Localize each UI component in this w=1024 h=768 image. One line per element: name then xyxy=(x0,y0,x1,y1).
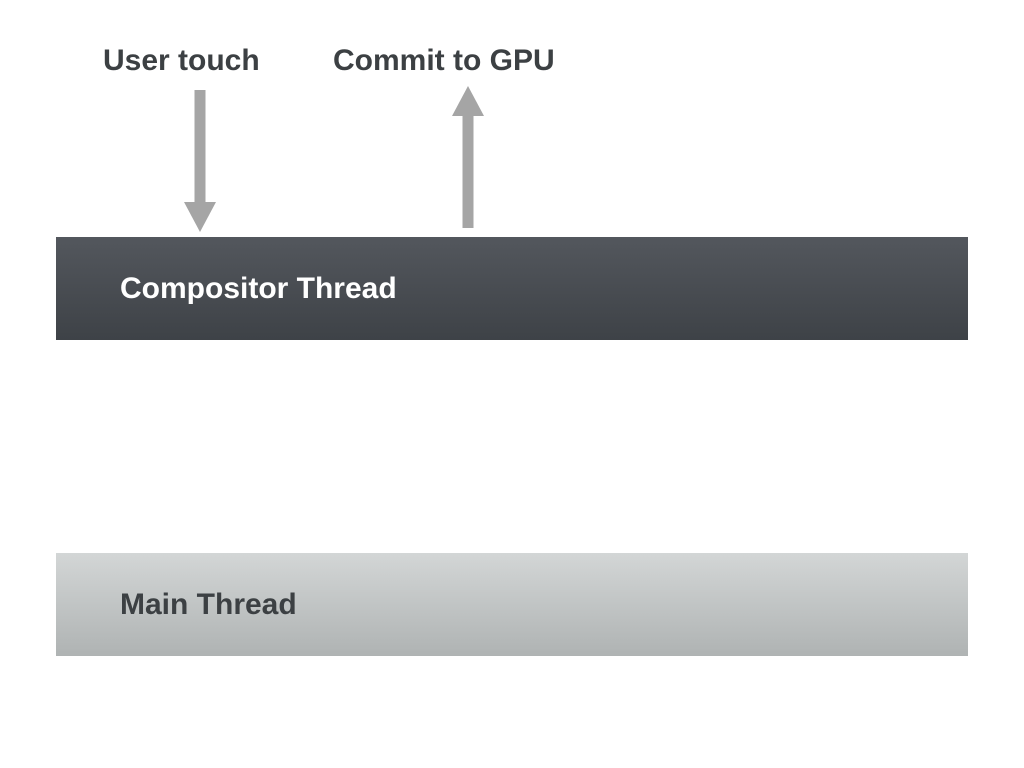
main-thread-label: Main Thread xyxy=(120,587,297,621)
main-thread-bar: Main Thread xyxy=(56,553,968,656)
compositor-thread-label: Compositor Thread xyxy=(120,271,397,305)
arrow-shaft xyxy=(194,90,206,204)
arrow-head xyxy=(184,202,216,232)
arrow-shaft xyxy=(462,114,474,228)
arrow-head xyxy=(452,86,484,116)
commit-to-gpu-label: Commit to GPU xyxy=(333,44,555,77)
commit-to-gpu-arrow-up-icon xyxy=(452,86,484,228)
user-touch-arrow-down-icon xyxy=(184,90,216,232)
user-touch-label: User touch xyxy=(103,44,260,77)
compositor-thread-bar: Compositor Thread xyxy=(56,237,968,340)
